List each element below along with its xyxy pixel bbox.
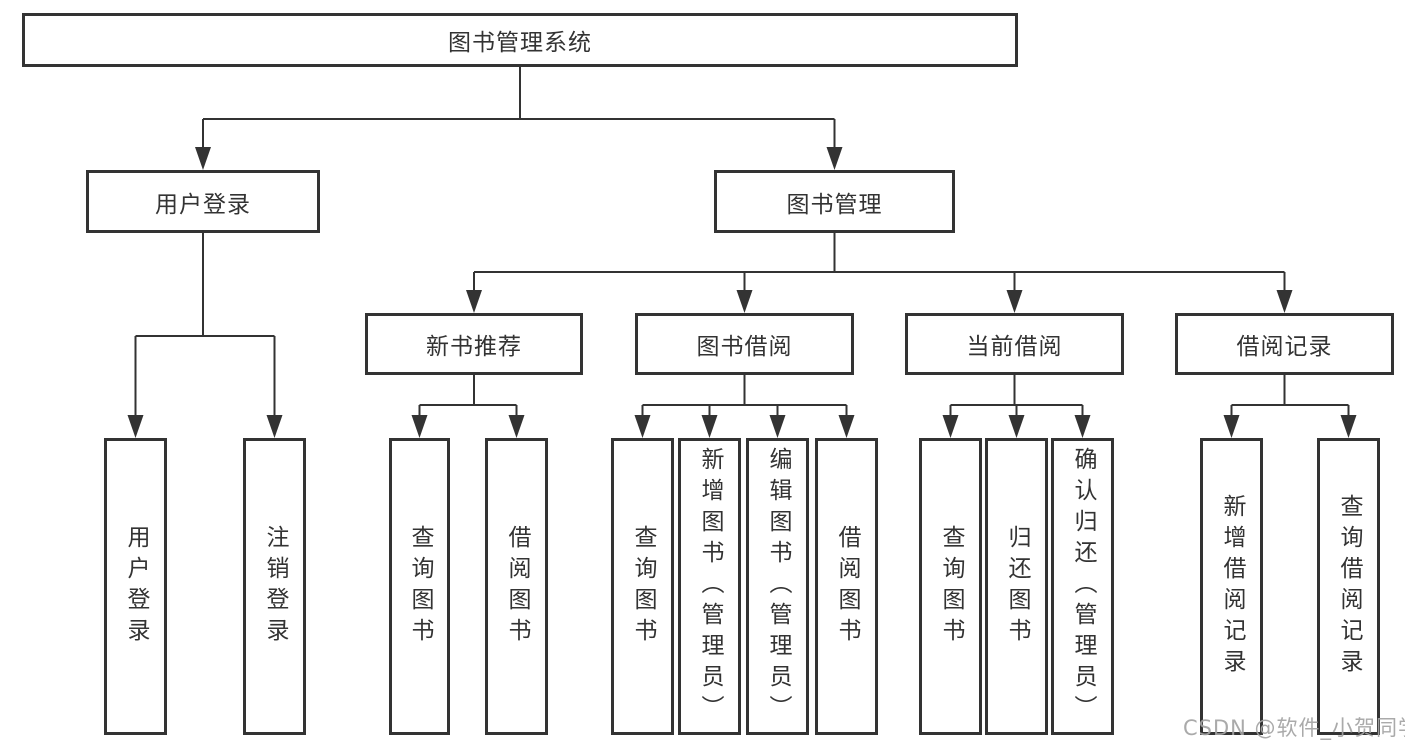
leaf-user-login: 用户登录 [104, 438, 167, 735]
node-book-management-branch: 图书管理 [714, 170, 955, 233]
leaf-query-book-2: 查询图书 [611, 438, 674, 735]
connector-borrowrecord-to-leaves [1230, 375, 1350, 418]
node-label: 当前借阅 [966, 334, 1063, 360]
connector-currentborrow-to-leaves [949, 375, 1084, 418]
node-label: 用户登录 [155, 191, 251, 218]
node-current-borrow: 当前借阅 [905, 313, 1124, 375]
leaf-label: 归还图书 [1004, 524, 1030, 649]
leaf-label: 查询借阅记录 [1336, 493, 1362, 680]
leaf-label: 用户登录 [123, 524, 149, 649]
node-book-borrow: 图书借阅 [635, 313, 854, 375]
leaf-add-borrow-record: 新增借阅记录 [1200, 438, 1263, 735]
node-root-system: 图书管理系统 [22, 13, 1018, 67]
leaf-label: 查询图书 [407, 524, 433, 649]
leaf-query-book-3: 查询图书 [919, 438, 982, 735]
leaf-label: 借阅图书 [834, 524, 860, 649]
leaf-label: 确认归还（管理员） [1070, 447, 1096, 726]
node-label: 图书管理 [786, 191, 883, 218]
leaf-borrow-book-1: 借阅图书 [485, 438, 548, 735]
node-label: 借阅记录 [1236, 334, 1333, 360]
leaf-logout: 注销登录 [243, 438, 306, 735]
csdn-watermark: CSDN @软件_小贺同学 [1183, 716, 1405, 740]
node-user-login-branch: 用户登录 [86, 170, 320, 233]
leaf-query-borrow-record: 查询借阅记录 [1317, 438, 1380, 735]
leaf-query-book-1: 查询图书 [389, 438, 450, 735]
connector-newbook-to-leaves [418, 375, 518, 418]
node-new-book-recommend: 新书推荐 [365, 313, 583, 375]
leaf-label: 编辑图书（管理员） [765, 447, 791, 726]
node-borrow-record: 借阅记录 [1175, 313, 1394, 375]
arrowheads [127, 147, 1357, 438]
connector-bookborrow-to-leaves [641, 375, 848, 418]
leaf-add-book-admin: 新增图书（管理员） [678, 438, 741, 735]
leaf-label: 借阅图书 [504, 524, 530, 649]
leaf-label: 新增图书（管理员） [697, 447, 723, 726]
leaf-label: 查询图书 [938, 524, 964, 649]
connector-root-to-level2 [202, 67, 836, 150]
leaf-return-book: 归还图书 [985, 438, 1048, 735]
leaf-borrow-book-2: 借阅图书 [815, 438, 878, 735]
leaf-label: 注销登录 [262, 524, 288, 649]
leaf-edit-book-admin: 编辑图书（管理员） [746, 438, 809, 735]
node-label: 图书管理系统 [448, 30, 592, 56]
leaf-label: 新增借阅记录 [1219, 493, 1245, 680]
node-label: 图书借阅 [696, 334, 793, 360]
node-label: 新书推荐 [426, 334, 522, 360]
connector-userlogin-to-leaves [134, 233, 276, 418]
leaf-label: 查询图书 [630, 524, 656, 649]
leaf-confirm-return-admin: 确认归还（管理员） [1051, 438, 1114, 735]
connector-bookmgmt-to-level3 [473, 233, 1286, 293]
